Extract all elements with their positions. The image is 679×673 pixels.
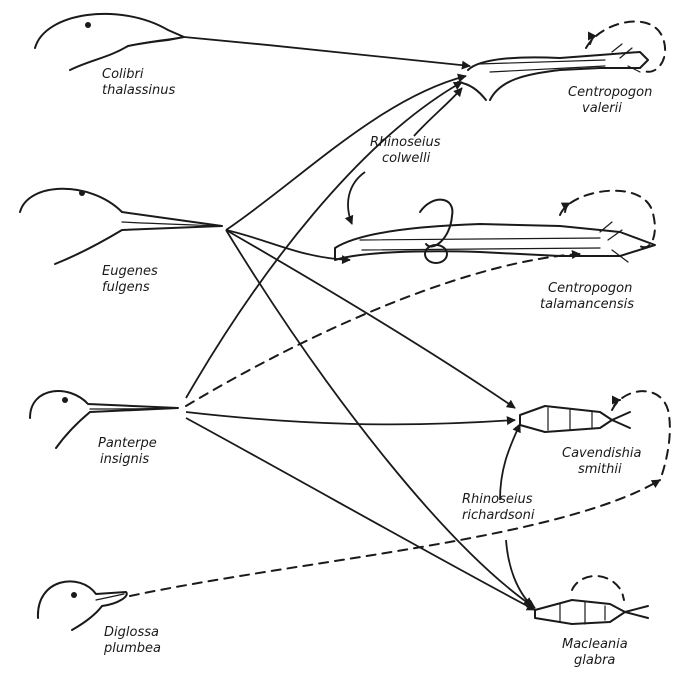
flower-species-label: glabra [574,653,615,668]
flower-species-label: valerii [582,101,622,116]
bird-genus-label: Diglossa [104,625,159,640]
label-rhinoseius-richardsoni: Rhinoseius richardsoni [462,492,535,523]
flower-genus-label: Centropogon [548,281,632,296]
flower-genus-label: Macleania [562,637,628,652]
mite-species-label: colwelli [382,151,431,166]
bird-species-label: fulgens [102,280,150,295]
bird-genus-label: Eugenes [102,264,158,279]
label-colibri-thalassinus: Colibri thalassinus [102,67,176,98]
flower-cavendishia-smithii [520,406,630,432]
flower-genus-label: Centropogon [568,85,652,100]
label-diglossa-plumbea: Diglossa plumbea [103,625,161,656]
label-rhinoseius-colwelli: Rhinoseius colwelli [370,135,441,166]
flower-genus-label: Cavendishia [562,446,641,461]
flower-species-label: smithii [578,462,622,477]
bird-species-label: plumbea [103,641,161,656]
label-panterpe-insignis: Panterpe insignis [98,436,157,467]
flower-species-label: talamancensis [540,297,634,312]
mite-genus-label: Rhinoseius [462,492,533,507]
mite-genus-label: Rhinoseius [370,135,441,150]
bird-diglossa-plumbea [38,581,127,630]
label-cavendishia-smithii: Cavendishia smithii [562,446,641,477]
flower-centropogon-talamancensis [335,200,655,263]
bird-species-label: thalassinus [102,83,176,98]
bird-species-label: insignis [100,452,149,467]
bird-colibri-thalassinus [35,14,184,70]
label-macleania-glabra: Macleania glabra [562,637,628,668]
flower-macleania-glabra [535,600,648,624]
bird-genus-label: Panterpe [98,436,157,451]
solid-arrows [184,37,535,610]
label-centropogon-valerii: Centropogon valerii [568,85,652,116]
label-centropogon-talamancensis: Centropogon talamancensis [540,281,634,312]
bird-eugenes-fulgens [20,189,222,264]
label-eugenes-fulgens: Eugenes fulgens [102,264,158,295]
bird-genus-label: Colibri [102,67,144,82]
mite-species-label: richardsoni [462,508,535,523]
